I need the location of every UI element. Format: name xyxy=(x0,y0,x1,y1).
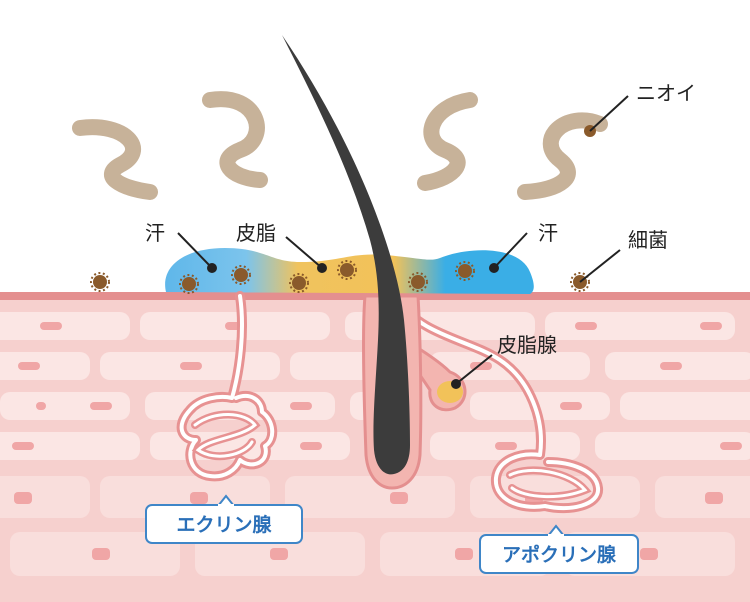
bacteria-icon xyxy=(458,264,472,278)
bacteria-icon xyxy=(93,275,107,289)
callout-apocrine: アポクリン腺 xyxy=(479,524,639,574)
bacteria-icon xyxy=(411,275,425,289)
cell-nuclei xyxy=(12,322,742,560)
apocrine-gland xyxy=(393,295,603,514)
leader-lines xyxy=(177,95,629,389)
label-bacteria: 細菌 xyxy=(628,228,668,252)
odor-wave-1 xyxy=(72,119,158,200)
eccrine-gland xyxy=(176,291,278,482)
label-sebum: 皮脂 xyxy=(236,221,276,245)
callout-eccrine: エクリン腺 xyxy=(145,494,303,544)
hair xyxy=(282,35,423,490)
bacteria-spikes xyxy=(90,260,590,294)
label-sweat-left: 汗 xyxy=(145,221,165,245)
bacteria-icon xyxy=(292,276,306,290)
label-apocrine-gland: アポクリン腺 xyxy=(502,543,617,566)
label-sweat-right: 汗 xyxy=(538,221,558,245)
odor-wave-2 xyxy=(202,91,268,188)
label-eccrine-gland: エクリン腺 xyxy=(176,513,272,536)
odor-wave-3 xyxy=(417,92,478,191)
odor-waves xyxy=(72,91,608,200)
odor-wave-4 xyxy=(517,112,608,200)
bacteria-icon xyxy=(340,263,354,277)
label-odor: ニオイ xyxy=(636,81,696,105)
hair-shaft xyxy=(282,35,410,475)
bacteria-icon xyxy=(234,268,248,282)
label-sebaceous-gland: 皮脂腺 xyxy=(497,333,557,357)
bacteria-icon xyxy=(182,277,196,291)
